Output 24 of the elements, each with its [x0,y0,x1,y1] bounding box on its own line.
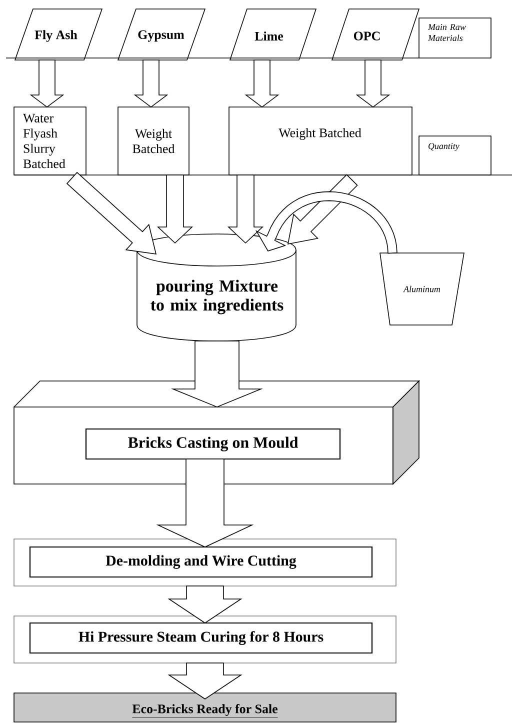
step-frame [14,538,396,586]
block-arrow [228,174,264,244]
block-arrow [168,586,242,624]
process-box: Water Flyash Slurry Batched [14,106,86,176]
result-box: Eco-Bricks Ready for Sale [14,692,396,722]
step-frame [14,616,396,664]
process-box: De-molding and Wire Cutting [29,546,373,578]
note-box: Main Raw Materials [418,18,492,58]
block-arrow [170,340,264,408]
block-arrow [134,60,168,108]
block-arrow [244,60,280,108]
block-arrow [156,458,254,548]
bucket: Aluminum [380,252,464,326]
block-arrow [30,60,64,108]
note-box: Quantity [418,136,492,176]
block-arrow [157,174,193,244]
process-box: Hi Pressure Steam Curing for 8 Hours [29,622,373,654]
curved-arrow [255,191,398,254]
block-arrow [356,60,390,108]
process-box: Weight Batched [228,106,412,176]
process-box: Weight Batched [118,106,190,176]
process-box: Bricks Casting on Mould [85,428,341,460]
block-arrow [168,662,242,700]
node-label: pouring Mixture to mix ingredients [150,280,284,314]
